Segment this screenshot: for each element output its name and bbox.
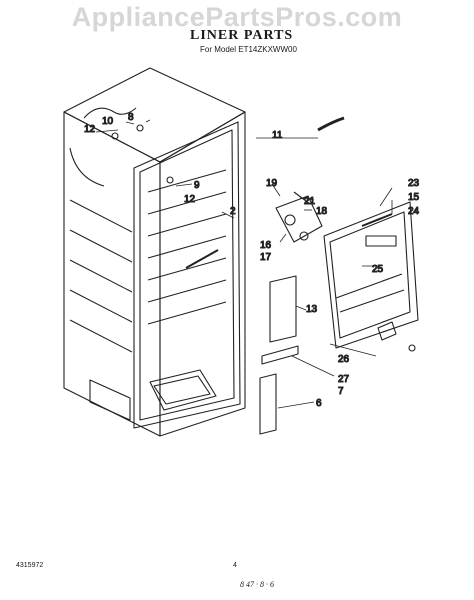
callout-2: 2	[230, 206, 236, 217]
page-number: 4	[233, 562, 237, 569]
callout-21: 21	[304, 196, 316, 207]
callout-8: 8	[128, 112, 134, 123]
callout-19: 19	[266, 178, 278, 189]
callout-12b: 12	[184, 194, 196, 205]
callout-16: 16	[260, 240, 272, 251]
callout-12a: 12	[84, 124, 96, 135]
callout-26: 26	[338, 354, 350, 365]
cabinet-shell	[63, 67, 246, 437]
callout-7: 7	[338, 386, 344, 397]
part-tube	[317, 116, 345, 132]
document-code: 4315972	[16, 562, 44, 569]
callout-15: 15	[408, 192, 420, 203]
watermark: AppliancePartsPros.com	[71, 2, 403, 32]
callout-17: 17	[260, 252, 272, 263]
callout-13: 13	[306, 304, 318, 315]
callout-10: 10	[102, 116, 114, 127]
callout-27: 27	[338, 374, 350, 385]
callout-23: 23	[408, 178, 420, 189]
callout-25: 25	[372, 264, 384, 275]
part-trim-27	[261, 345, 299, 365]
callout-24: 24	[408, 206, 420, 217]
callout-6: 6	[316, 398, 322, 409]
callout-9: 9	[194, 180, 200, 191]
diagram-title: LINER PARTS	[190, 28, 294, 43]
leader-lines	[95, 119, 393, 409]
part-panel-13	[269, 275, 297, 343]
model-subtitle: For Model ET14ZKXWW00	[200, 45, 297, 54]
handwritten-note: 8 47 · 8 · 6	[240, 580, 274, 589]
callout-11: 11	[272, 130, 283, 141]
callout-18: 18	[316, 206, 328, 217]
part-knob	[377, 321, 416, 352]
part-strip-6	[259, 373, 277, 435]
control-panel	[323, 201, 419, 349]
